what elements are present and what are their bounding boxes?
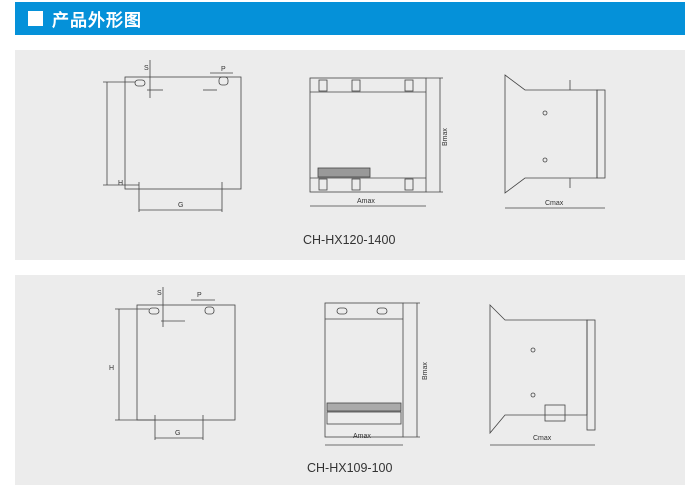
model-name: CH-HX109-100	[307, 461, 393, 475]
dim-label-amax: Amax	[353, 433, 371, 440]
dimension-drawings-1: H G S P Amax Bmax Cmax	[103, 60, 606, 212]
dim-label-g: G	[175, 430, 180, 437]
dim-label-amax: Amax	[357, 198, 375, 205]
section-header: 产品外形图	[15, 2, 685, 35]
dim-label-s: S	[157, 290, 162, 297]
section-title: 产品外形图	[52, 11, 142, 30]
side-view-drawing: Cmax	[489, 304, 596, 446]
front-view-drawing: Amax Bmax	[309, 77, 449, 207]
dim-label-s: S	[144, 65, 149, 72]
mounting-plate-drawing: H G S P	[109, 287, 236, 440]
dim-label-bmax: Bmax	[422, 362, 429, 380]
dim-label-cmax: Cmax	[545, 200, 564, 207]
mounting-plate-drawing: H G S P	[103, 60, 242, 212]
dimension-drawings-2: H G S P Amax Bmax Cmax	[109, 287, 596, 446]
model-panel-1: H G S P Amax Bmax Cmax CH-HX120-1400	[15, 50, 685, 260]
side-view-drawing: Cmax	[504, 74, 606, 209]
model-name: CH-HX120-1400	[303, 233, 396, 247]
header-square-icon	[28, 11, 43, 26]
dim-label-p: P	[221, 66, 226, 73]
dim-label-g: G	[178, 202, 183, 209]
dim-label-cmax: Cmax	[533, 435, 552, 442]
model-panel-2: H G S P Amax Bmax Cmax CH-HX109-100	[15, 275, 685, 485]
dim-label-p: P	[197, 292, 202, 299]
dim-label-bmax: Bmax	[442, 128, 449, 146]
dim-label-h: H	[118, 180, 123, 187]
dim-label-h: H	[109, 365, 114, 372]
front-view-drawing: Amax Bmax	[324, 302, 429, 446]
